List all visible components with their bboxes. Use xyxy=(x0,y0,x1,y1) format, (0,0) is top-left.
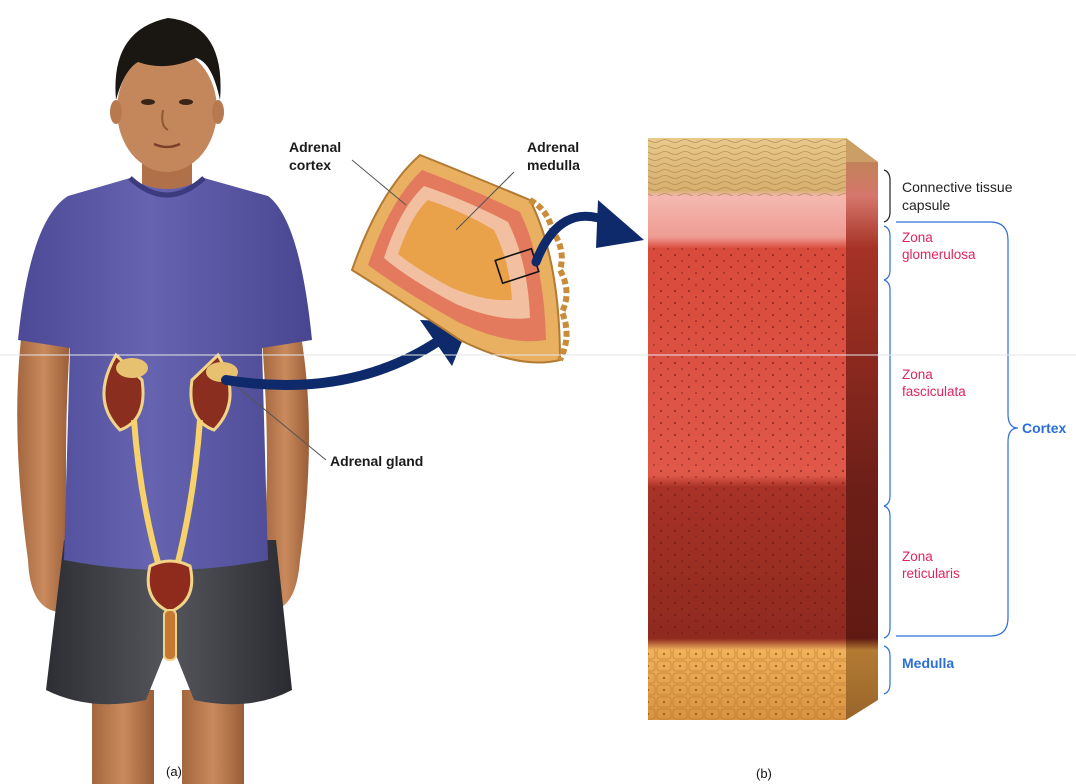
human-figure xyxy=(17,18,312,784)
label-adrenal-gland: Adrenal gland xyxy=(330,453,423,471)
label-fasciculata-line2: fasciculata xyxy=(902,384,966,401)
label-zona-fasciculata: Zona fasciculata xyxy=(902,367,966,401)
label-adrenal-medulla: Adrenal medulla xyxy=(527,139,580,174)
label-adrenal-medulla-line1: Adrenal xyxy=(527,139,580,157)
label-zona-reticularis: Zona reticularis xyxy=(902,549,960,583)
tissue-block xyxy=(648,138,878,720)
left-leg xyxy=(92,690,154,784)
label-glomerulosa-line1: Zona xyxy=(902,230,976,247)
label-capsule-line1: Connective tissue xyxy=(902,179,1013,197)
label-zona-glomerulosa: Zona glomerulosa xyxy=(902,230,976,264)
label-adrenal-cortex-line1: Adrenal xyxy=(289,139,341,157)
adrenal-gland-left xyxy=(116,358,148,378)
label-fasciculata-line1: Zona xyxy=(902,367,966,384)
caption-a: (a) xyxy=(166,764,182,779)
label-glomerulosa-line2: glomerulosa xyxy=(902,247,976,264)
label-reticularis-line1: Zona xyxy=(902,549,960,566)
caption-b: (b) xyxy=(756,766,772,781)
label-adrenal-medulla-line2: medulla xyxy=(527,157,580,175)
label-reticularis-line2: reticularis xyxy=(902,566,960,583)
label-medulla: Medulla xyxy=(902,655,954,673)
label-capsule-line2: capsule xyxy=(902,197,1013,215)
label-adrenal-cortex-line2: cortex xyxy=(289,157,341,175)
label-cortex: Cortex xyxy=(1022,420,1066,438)
label-adrenal-cortex: Adrenal cortex xyxy=(289,139,341,174)
label-connective-tissue-capsule: Connective tissue capsule xyxy=(902,179,1013,214)
